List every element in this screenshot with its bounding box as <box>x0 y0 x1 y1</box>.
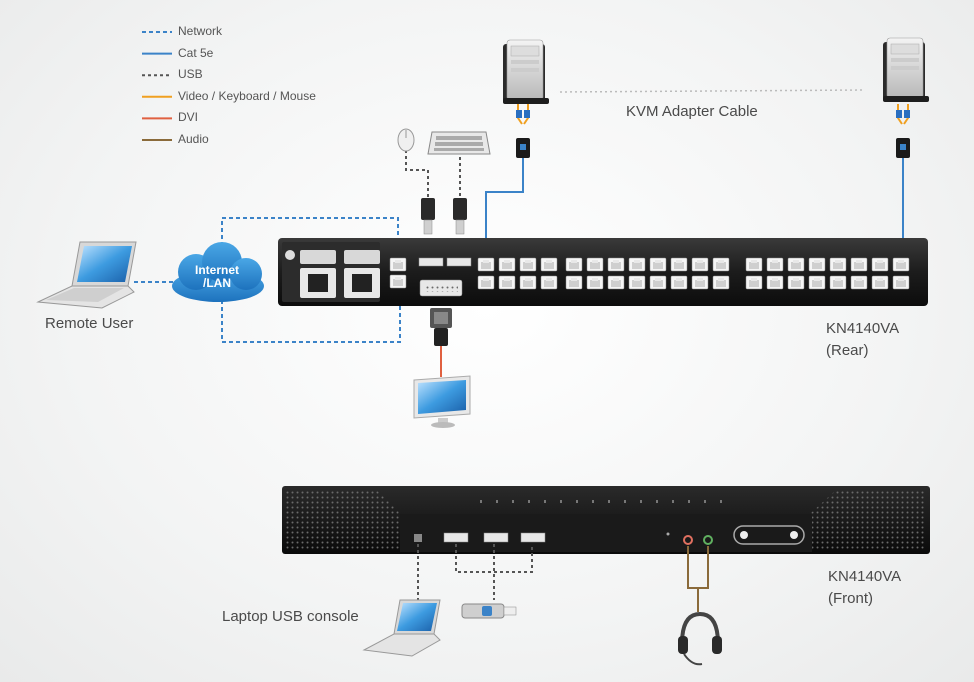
rj45-port <box>745 257 763 272</box>
rj45-port <box>850 275 868 290</box>
kvm-adapter-link <box>559 89 866 93</box>
usb-plug-icon <box>453 198 467 235</box>
port-led <box>512 500 514 503</box>
port-led <box>576 500 578 503</box>
port-led <box>592 500 594 503</box>
port-led <box>672 500 674 503</box>
front-model: KN4140VA <box>828 568 902 585</box>
rj45-port <box>519 275 537 290</box>
usb-cable-rear <box>405 150 461 200</box>
rj45-port <box>628 257 646 272</box>
server-icon <box>503 39 549 104</box>
legend-item-label: Audio <box>178 132 209 146</box>
port-led <box>688 500 690 503</box>
laptop-icon <box>36 241 137 309</box>
rj45-port <box>607 275 625 290</box>
rj45-port <box>766 275 784 290</box>
rj45-port <box>766 257 784 272</box>
port-led <box>608 500 610 503</box>
rj45-port <box>691 257 709 272</box>
rj45-port <box>607 257 625 272</box>
rj45-port <box>565 257 583 272</box>
remote-user-label: Remote User <box>45 315 134 332</box>
rj45-port <box>628 275 646 290</box>
rj45-port <box>712 275 730 290</box>
rj45-port <box>540 257 558 272</box>
usb-drive-icon <box>461 603 517 619</box>
port-led <box>496 500 498 503</box>
rj45-port <box>586 275 604 290</box>
kvm-adapter-cable-label: KVM Adapter Cable <box>626 103 758 120</box>
rj45-port <box>808 275 826 290</box>
port-led <box>624 500 626 503</box>
usb-cable-front <box>417 544 533 600</box>
rj45-port <box>477 275 495 290</box>
front-device-label: KN4140VA (Front) <box>828 566 901 610</box>
rj45-port <box>850 257 868 272</box>
port-led <box>560 500 562 503</box>
rear-device-label: KN4140VA (Rear) <box>826 318 899 362</box>
port-led <box>656 500 658 503</box>
rj45-port <box>649 275 667 290</box>
rj45-port <box>808 257 826 272</box>
rj45-port <box>540 275 558 290</box>
rear-side: (Rear) <box>826 342 869 359</box>
port-led <box>704 500 706 503</box>
rj45-port <box>670 257 688 272</box>
internet-label: Internet <box>194 263 239 277</box>
server-icon <box>883 37 929 102</box>
rj45-port <box>498 257 516 272</box>
port-led <box>720 500 722 503</box>
rj45-port <box>691 275 709 290</box>
rj45-port <box>871 275 889 290</box>
rj45-port <box>829 257 847 272</box>
rj45-port <box>787 275 805 290</box>
kvm-switch-front <box>282 486 930 554</box>
kvm-adapter-icon <box>516 110 530 158</box>
cat5e-cable <box>485 155 904 240</box>
kvm-adapter-icon <box>896 110 910 158</box>
rear-model: KN4140VA <box>826 320 900 337</box>
port-led <box>544 500 546 503</box>
rj45-port <box>871 257 889 272</box>
audio-cable <box>687 546 709 612</box>
rj45-port <box>565 275 583 290</box>
cloud-icon <box>172 242 264 302</box>
port-led <box>480 500 482 503</box>
rj45-port <box>892 275 910 290</box>
rj45-port <box>477 257 495 272</box>
rj45-port <box>892 257 910 272</box>
laptop-icon <box>362 599 441 657</box>
rj45-port <box>670 275 688 290</box>
mouse-icon <box>397 128 415 152</box>
rj45-port <box>519 257 537 272</box>
headset-icon <box>678 611 722 666</box>
rj45-port <box>712 257 730 272</box>
rj45-port <box>649 257 667 272</box>
legend-item-label: USB <box>178 67 203 82</box>
rj45-port <box>787 257 805 272</box>
rj45-port <box>745 275 763 290</box>
legend-item-label: DVI <box>178 110 199 125</box>
monitor-icon <box>413 375 471 428</box>
rj45-port <box>586 257 604 272</box>
dvi-connector-icon <box>430 308 452 346</box>
rj45-port <box>829 275 847 290</box>
legend-item-label: Cat 5e <box>178 45 214 60</box>
front-side: (Front) <box>828 590 873 607</box>
port-led <box>528 500 530 503</box>
kvm-switch-rear <box>278 238 928 306</box>
laptop-usb-console-label: Laptop USB console <box>222 608 359 625</box>
keyboard-icon <box>427 131 491 155</box>
legend-item-label: Video / Keyboard / Mouse <box>178 88 316 103</box>
usb-plug-icon <box>421 198 435 235</box>
port-led <box>640 500 642 503</box>
legend <box>142 31 172 141</box>
rj45-port <box>498 275 516 290</box>
legend-item-label: Network <box>178 24 223 38</box>
cloud-label: Internet /LAN <box>189 264 245 290</box>
lan-label: /LAN <box>203 276 231 290</box>
